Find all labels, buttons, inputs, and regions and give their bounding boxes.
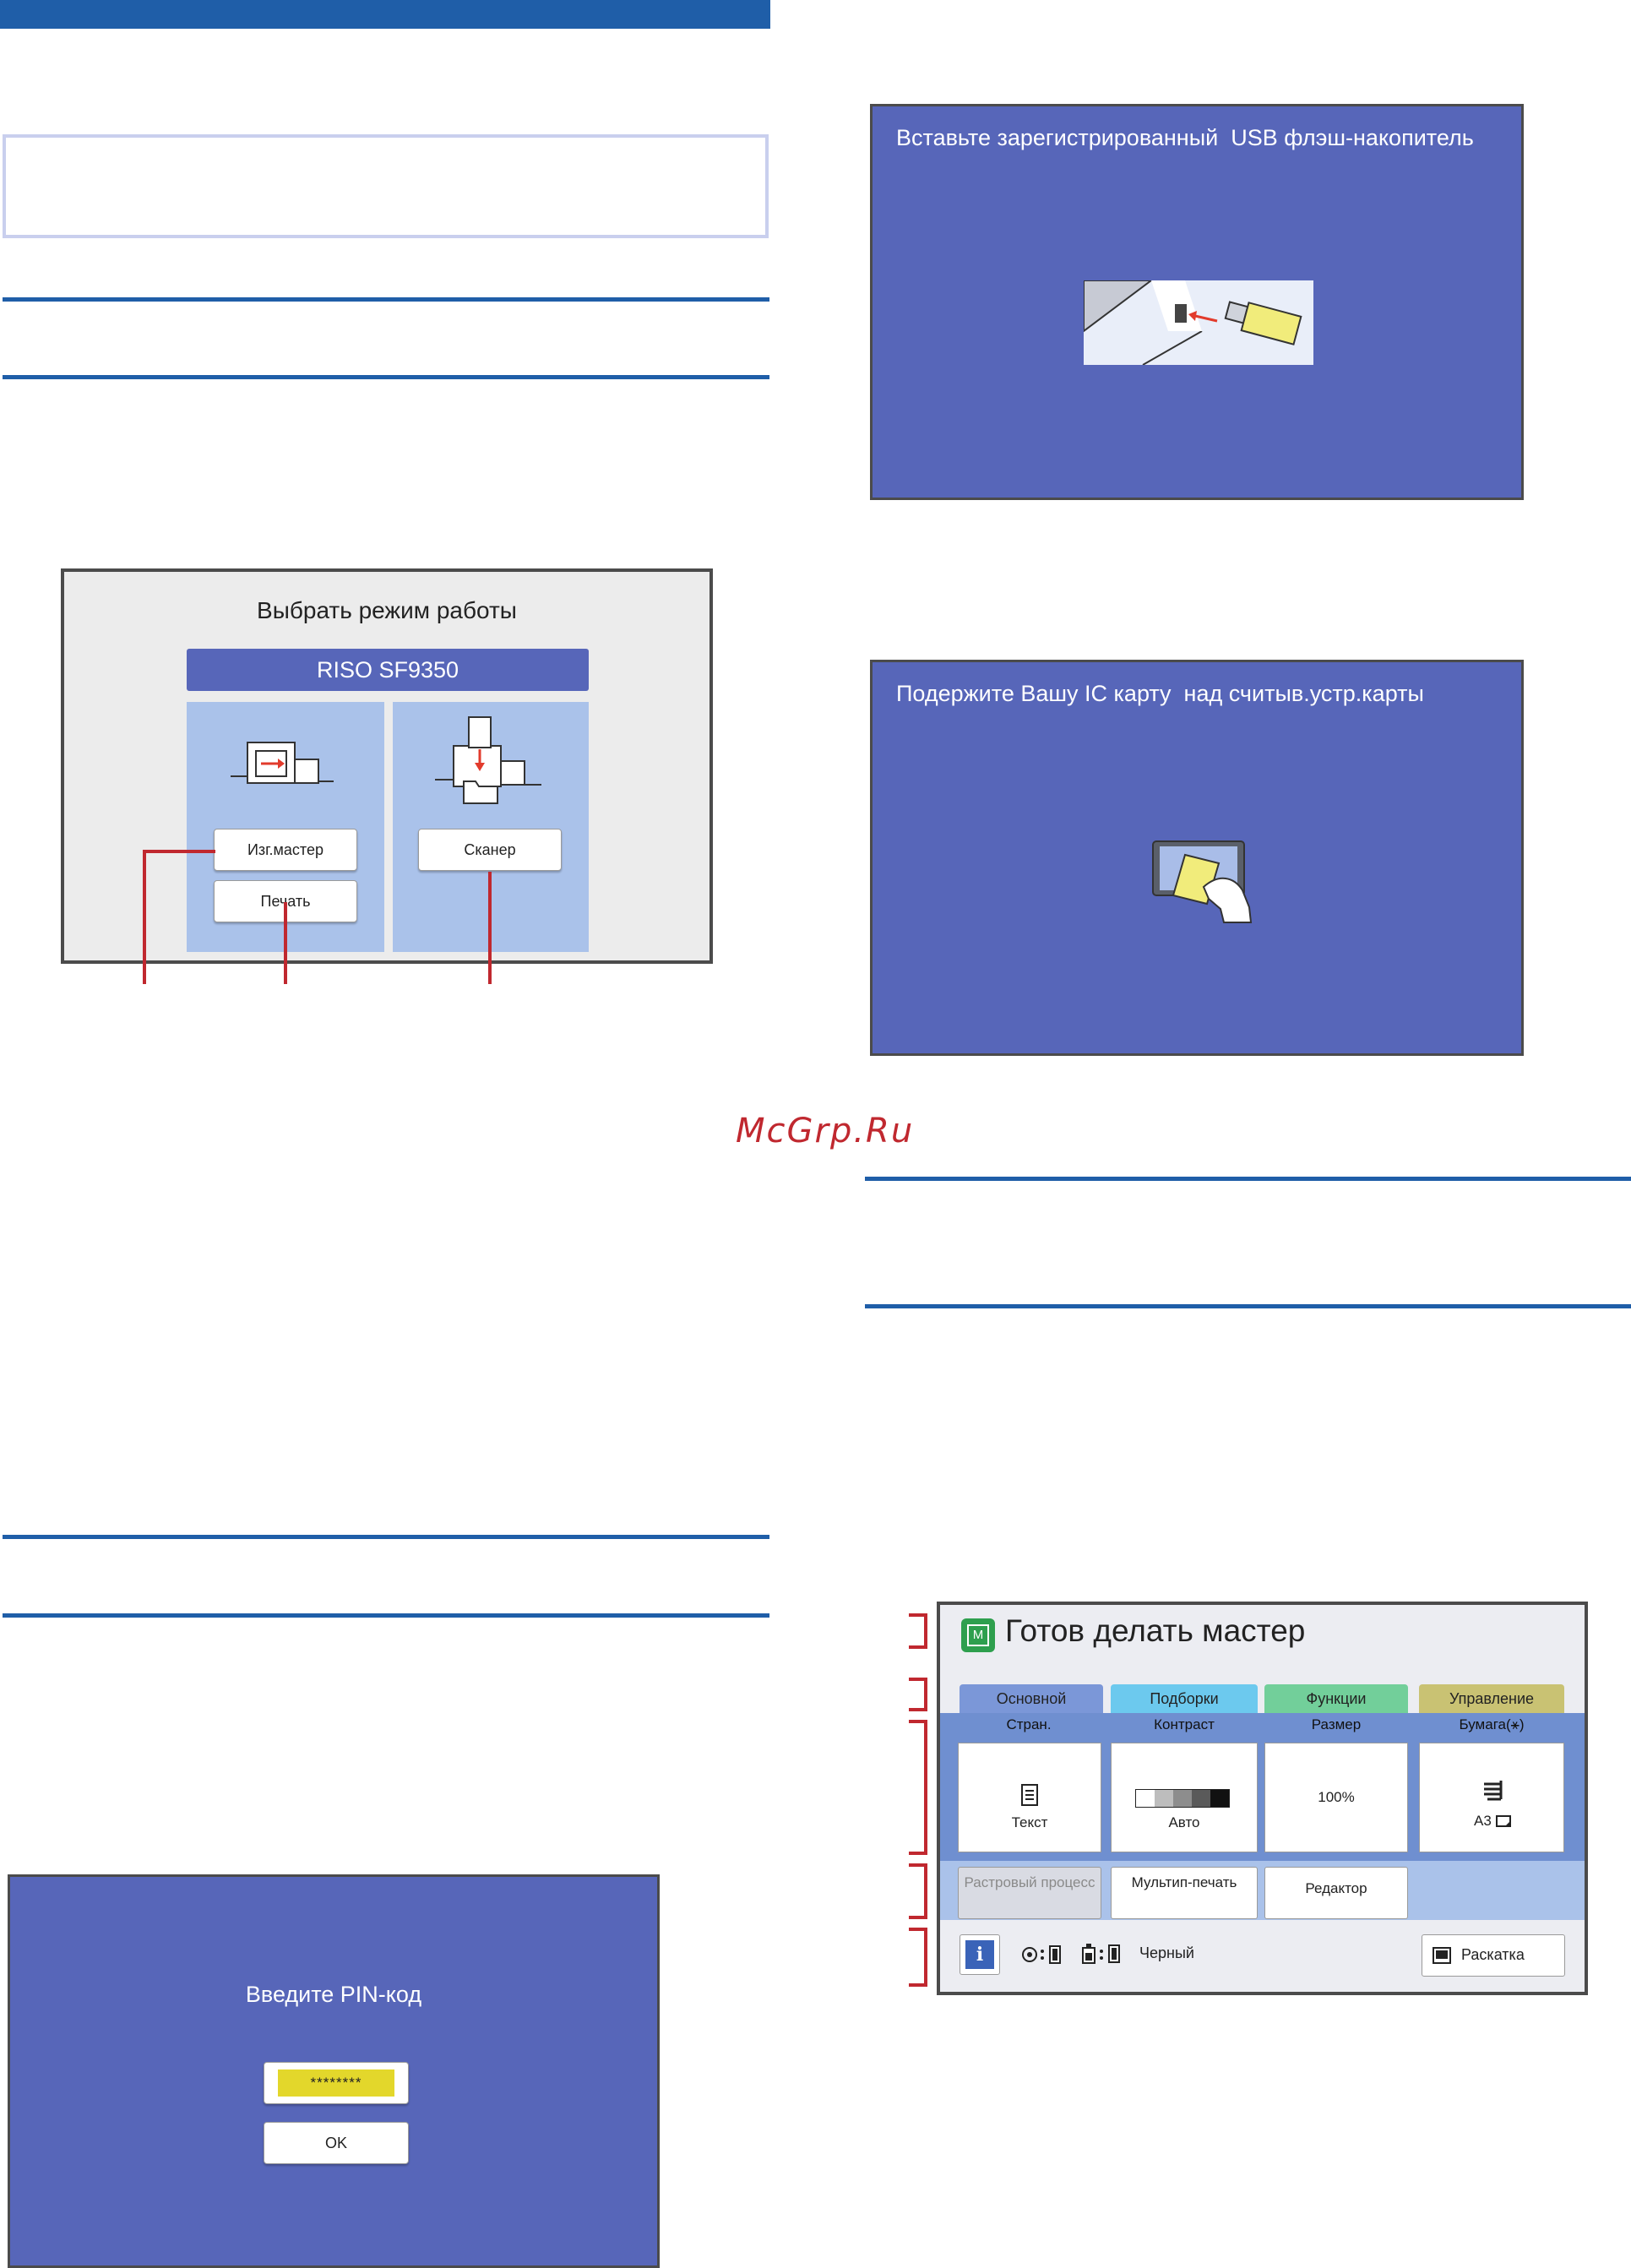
divider-rule xyxy=(3,375,769,379)
master-print-card: Изг.мастер Печать xyxy=(187,702,384,952)
pin-title: Введите PIN-код xyxy=(245,1982,422,2007)
label-contrast: Контраст xyxy=(1154,1716,1215,1732)
tab-admin[interactable]: Управление xyxy=(1419,1684,1564,1713)
label-page: Стран. xyxy=(1006,1716,1052,1732)
usb-title: Вставьте зарегистрированный USB флэш-нак… xyxy=(896,125,1474,150)
pin-entry-screen: Введите PIN-код ******** OK xyxy=(8,1874,660,2268)
callout-line xyxy=(284,902,287,984)
pin-input-field[interactable]: ******** xyxy=(264,2062,409,2104)
callout-line xyxy=(143,850,146,984)
tab-functions[interactable]: Функции xyxy=(1264,1684,1408,1713)
tab-basic[interactable]: Основной xyxy=(960,1684,1103,1713)
contrast-value: Авто xyxy=(1168,1814,1200,1830)
tab-selections[interactable]: Подборки xyxy=(1111,1684,1258,1713)
ic-card-screen: Подержите Вашу IC карту над считыв.устр.… xyxy=(870,660,1524,1056)
paper-stack-icon xyxy=(1484,1781,1503,1801)
label-paper: Бумага(⚹) xyxy=(1459,1716,1525,1732)
usb-insert-screen: Вставьте зарегистрированный USB флэш-нак… xyxy=(870,104,1524,500)
raster-process-button[interactable]: Растровый процесс xyxy=(958,1867,1101,1919)
page-type-tile[interactable]: Текст xyxy=(958,1743,1101,1852)
master-button[interactable]: Изг.мастер xyxy=(214,829,357,871)
label-size: Размер xyxy=(1311,1716,1362,1732)
info-icon: i xyxy=(965,1940,994,1969)
info-button[interactable]: i xyxy=(960,1934,1000,1975)
callout-line xyxy=(143,850,215,853)
machine-model-label: RISO SF9350 xyxy=(187,649,589,691)
ink-status-icon xyxy=(1082,1944,1120,1964)
divider-rule xyxy=(3,297,769,302)
scanner-button[interactable]: Сканер xyxy=(418,829,562,871)
idling-label: Раскатка xyxy=(1461,1946,1525,1963)
paper-tile[interactable]: A3 xyxy=(1419,1743,1564,1852)
contrast-tile[interactable]: Авто xyxy=(1111,1743,1258,1852)
paper-orientation-icon xyxy=(1496,1815,1511,1827)
ic-card-reader-icon xyxy=(1152,840,1253,923)
print-button[interactable]: Печать xyxy=(214,880,357,922)
callout-bracket xyxy=(909,1928,927,1987)
callout-bracket xyxy=(909,1613,927,1649)
editor-button[interactable]: Редактор xyxy=(1264,1867,1408,1919)
master-machine-icon xyxy=(231,742,334,784)
callout-bracket xyxy=(909,1720,927,1855)
master-roll-status-icon xyxy=(1022,1945,1061,1964)
divider-rule xyxy=(3,1535,769,1539)
document-icon xyxy=(1021,1784,1038,1806)
note-box xyxy=(3,134,769,238)
contrast-scale-icon xyxy=(1135,1789,1230,1808)
pin-masked-value: ******** xyxy=(278,2069,394,2097)
section-header-bar xyxy=(0,0,770,29)
mode-select-title: Выбрать режим работы xyxy=(257,597,517,623)
scanner-card: Сканер xyxy=(393,702,589,952)
size-tile[interactable]: 100% xyxy=(1264,1743,1408,1852)
callout-bracket xyxy=(909,1863,927,1919)
divider-rule xyxy=(865,1304,1631,1308)
callout-line xyxy=(488,872,492,984)
idling-button[interactable]: Раскатка xyxy=(1422,1934,1565,1977)
mode-select-screen: Выбрать режим работы RISO SF9350 Изг.мас… xyxy=(61,568,713,964)
ic-title: Подержите Вашу IC карту над считыв.устр.… xyxy=(896,681,1424,706)
divider-rule xyxy=(865,1177,1631,1181)
usb-drive-icon xyxy=(1084,280,1313,365)
ink-color-label: Черный xyxy=(1139,1944,1194,1961)
idling-icon xyxy=(1433,1947,1451,1964)
multi-up-button[interactable]: Мультип-печать xyxy=(1111,1867,1258,1919)
status-text: Готов делать мастер xyxy=(1005,1613,1306,1648)
ok-button[interactable]: OK xyxy=(264,2122,409,2164)
control-panel-screen: M Готов делать мастер Основной Подборки … xyxy=(937,1602,1588,1995)
paper-size-value: A3 xyxy=(1474,1813,1492,1829)
master-mode-icon: M xyxy=(961,1618,995,1652)
page-type-value: Текст xyxy=(1011,1814,1048,1830)
callout-bracket xyxy=(909,1678,927,1711)
divider-rule xyxy=(3,1613,769,1618)
watermark-text: McGrp.Ru xyxy=(736,1112,915,1150)
scanner-machine-icon xyxy=(435,716,541,804)
